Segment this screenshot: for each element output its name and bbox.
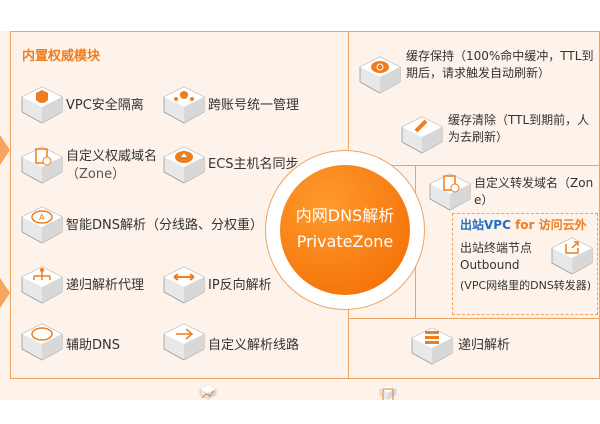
item-ecs-sync: ECS主机名同步: [208, 157, 299, 172]
cloud-upload-icon: [162, 145, 206, 185]
center-node: 内网DNS解析 PrivateZone: [280, 165, 410, 295]
outbound-title: 出站VPC for 访问云外: [460, 217, 594, 234]
outbound-line1: 出站终端节点: [460, 241, 533, 255]
module-title: 内置权威模块: [22, 49, 101, 64]
document-globe-icon: [428, 172, 472, 212]
item-custom-zone-sub: （Zone）: [66, 167, 126, 182]
cache-keep-line1: 缓存保持（100%命中缓冲，TTL到期: [406, 49, 594, 80]
users-network-icon: [162, 85, 206, 125]
left-chevron-icon: [0, 135, 10, 165]
outbound-title-vpc: 出站VPC: [460, 218, 511, 232]
chart-icon: [186, 384, 230, 424]
outbound-line3: (VPC网络里的DNS转发器): [460, 279, 592, 292]
shield-icon: [20, 85, 64, 125]
item-smart-dns: 智能DNS解析（分线路、分权重）: [66, 218, 263, 233]
cache-keep-line2: 后，请求触发自动刷新）: [418, 66, 551, 80]
item-custom-line: 自定义解析线路: [208, 338, 300, 353]
outbound-line2: Outbound: [460, 258, 520, 272]
item-recursive-proxy: 递归解析代理: [66, 278, 145, 293]
document-globe-icon: [20, 145, 64, 185]
cloud-icon: [20, 322, 64, 362]
cache-clear-text: 缓存清除（TTL到期前，人为去刷新）: [448, 112, 596, 146]
share-icon: [162, 322, 206, 362]
forward-zone-label: 自定义转发域名（Zone）: [474, 176, 594, 207]
item-ip-reverse: IP反向解析: [208, 278, 272, 293]
bidirectional-arrow-icon: [162, 265, 206, 305]
left-chevron-icon: [0, 278, 10, 308]
recursive-label: 递归解析: [458, 338, 511, 353]
list-icon: [410, 326, 454, 366]
cache-clear-line1: 缓存清除（TTL到期前，人为: [448, 113, 590, 144]
item-vpc-isolation: VPC安全隔离: [66, 98, 144, 113]
broom-icon: [400, 115, 444, 155]
cache-keep-text: 缓存保持（100%命中缓冲，TTL到期后，请求触发自动刷新）: [406, 48, 596, 82]
svg-text:A: A: [39, 213, 45, 222]
document-icon: [366, 384, 410, 424]
item-custom-zone: 自定义权威域名: [66, 149, 158, 164]
item-secondary-dns: 辅助DNS: [66, 338, 120, 353]
item-cross-account: 跨账号统一管理: [208, 98, 300, 113]
refresh-cloud-icon: [358, 55, 402, 95]
cloud-a-icon: A: [20, 205, 64, 245]
cache-clear-line2: 去刷新）: [460, 130, 509, 144]
outbound-title-for: for 访问云外: [510, 218, 587, 232]
center-title: 内网DNS解析: [295, 206, 395, 225]
hierarchy-icon: [20, 265, 64, 305]
center-subtitle: PrivateZone: [296, 232, 394, 251]
outbound-group: [452, 213, 598, 315]
export-icon: [550, 236, 594, 276]
